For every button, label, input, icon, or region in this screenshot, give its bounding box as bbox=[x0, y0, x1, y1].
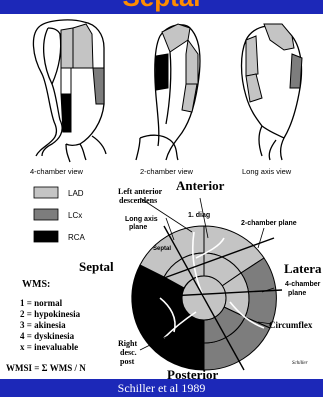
legend-swatch-lad bbox=[34, 187, 58, 198]
right-desc-post-label-line3: post bbox=[120, 357, 135, 366]
citation: Schiller et al 1989 bbox=[0, 379, 323, 397]
wms-line-hypokinesia: 2 = hypokinesia bbox=[20, 309, 81, 319]
wmsi-formula: WMSI = Σ WMS / N bbox=[6, 363, 86, 373]
right-desc-post-label-line2: desc. bbox=[120, 348, 137, 357]
legend: LAD LCx RCA bbox=[34, 187, 86, 242]
two-chamber-rca-segment bbox=[156, 54, 168, 90]
lateral-label: Latera bbox=[284, 261, 322, 276]
two-chamber-lad-anterior-segment bbox=[186, 40, 198, 84]
long-axis-lad-basal-segment bbox=[246, 74, 262, 102]
two-chamber-lad-basal-segment bbox=[182, 84, 197, 112]
four-chamber-lcx-segment bbox=[93, 68, 104, 104]
septal-label: Septal bbox=[79, 259, 114, 274]
legend-label-lcx: LCx bbox=[68, 211, 82, 220]
wms-key: WMS: 1 = normal 2 = hypokinesia 3 = akin… bbox=[6, 279, 86, 373]
right-desc-post-label-line1: Right bbox=[118, 339, 137, 348]
anterior-label: Anterior bbox=[176, 178, 225, 193]
legend-label-rca: RCA bbox=[68, 233, 86, 242]
long-axis-lcx-segment bbox=[290, 54, 302, 88]
wms-heading: WMS: bbox=[22, 279, 50, 290]
figure-panel: 4-chamber view 2-chamber view Long axis … bbox=[0, 14, 323, 379]
long-axis-lad-apical-segment bbox=[264, 24, 294, 50]
slide-title: Septal bbox=[0, 0, 323, 12]
four-chamber-rca-segment bbox=[61, 94, 71, 132]
two-chamber-lad-apical-segment bbox=[162, 24, 190, 52]
lad-descendens-label-line1: Left anterior bbox=[118, 187, 163, 196]
two-chamber-view-label: 2-chamber view bbox=[140, 167, 194, 176]
legend-label-lad: LAD bbox=[68, 189, 84, 198]
four-chamber-plane-label-line1: 4-chamber bbox=[285, 281, 321, 288]
legend-swatch-rca bbox=[34, 231, 58, 242]
long-axis-plane-label-line2: plane bbox=[129, 224, 147, 231]
wms-line-inevaluable: x = inevaluable bbox=[20, 342, 78, 352]
title-strip: Septal bbox=[0, 0, 323, 14]
wms-line-dyskinesia: 4 = dyskinesia bbox=[20, 331, 75, 341]
four-chamber-lad-apical-segment bbox=[73, 24, 93, 68]
long-axis-view-label: Long axis view bbox=[242, 167, 292, 176]
wms-line-normal: 1 = normal bbox=[20, 298, 63, 308]
septal-inner-label: Septal bbox=[153, 246, 171, 252]
four-chamber-lad-mid-segment bbox=[61, 28, 73, 68]
segment-diagram: 4-chamber view 2-chamber view Long axis … bbox=[0, 14, 323, 379]
circumflex-label: Circumflex bbox=[269, 320, 313, 330]
legend-swatch-lcx bbox=[34, 209, 58, 220]
four-chamber-plane-label-line2: plane bbox=[288, 290, 306, 297]
posterior-label: Posterior bbox=[167, 367, 218, 379]
four-chamber-wall-segment bbox=[61, 68, 71, 94]
two-chamber-plane-label: 2-chamber plane bbox=[241, 220, 297, 227]
artist-signature: Schiller bbox=[292, 361, 308, 366]
lad-descendens-label-line2: descendens bbox=[119, 196, 157, 205]
four-chamber-view-label: 4-chamber view bbox=[30, 167, 84, 176]
long-axis-plane-label-line1: Long axis bbox=[125, 216, 158, 223]
long-axis-lad-septal-segment bbox=[246, 36, 258, 76]
wms-line-akinesia: 3 = akinesia bbox=[20, 320, 66, 330]
diag-label: 1. diag bbox=[188, 212, 210, 219]
